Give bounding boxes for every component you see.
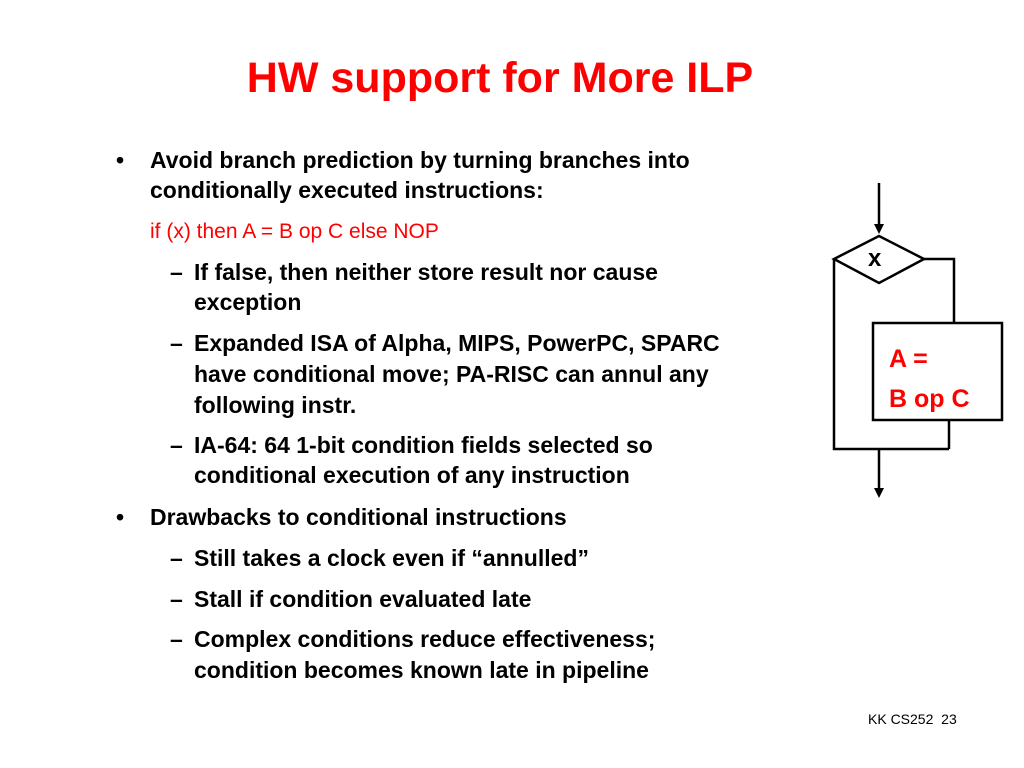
subitem-2-3-line-2: condition becomes known late in pipeline [194, 657, 649, 683]
condition-label: x [868, 245, 882, 272]
slide-title: HW support for More ILP [246, 54, 754, 102]
bullet-1-line-2: conditionally executed instructions: [150, 177, 544, 203]
subitem-2-2-line-1: Stall if condition evaluated late [194, 586, 532, 612]
box-label-line-1: A = [889, 345, 928, 373]
subitem-2-3-line-1: Complex conditions reduce effectiveness; [194, 626, 656, 652]
subitem-1-2-line-3: following instr. [194, 392, 357, 418]
subitem-2-1-line-1: Still takes a clock even if “annulled” [194, 545, 589, 571]
false-path [832, 259, 949, 451]
condition-diamond [831, 234, 927, 285]
bullet-1-line-1: Avoid branch prediction by turning branc… [150, 147, 690, 173]
dash-marker: – [170, 259, 183, 285]
bullet-2-line-1: Drawbacks to conditional instructions [150, 504, 567, 530]
bullet-marker: • [116, 147, 125, 173]
true-path [924, 257, 956, 323]
subitem-1-3-line-2: conditional execution of any instruction [194, 462, 630, 488]
subitem-1-1-line-2: exception [194, 289, 302, 315]
code-example: if (x) then A = B op C else NOP [150, 220, 439, 243]
dash-marker: – [170, 432, 183, 458]
operation-box [871, 321, 1004, 422]
slide-footer: KK CS252 23 [868, 711, 957, 727]
dash-marker: – [170, 586, 183, 612]
dash-marker: – [170, 545, 183, 571]
subitem-1-2-line-1: Expanded ISA of Alpha, MIPS, PowerPC, SP… [194, 330, 720, 356]
bullet-marker: • [116, 504, 125, 530]
subitem-1-2-line-2: have conditional move; PA-RISC can annul… [194, 361, 709, 387]
subitem-1-1-line-1: If false, then neither store result nor … [194, 259, 658, 285]
subitem-1-3-line-1: IA-64: 64 1-bit condition fields selecte… [194, 432, 653, 458]
dash-marker: – [170, 330, 183, 356]
dash-marker: – [170, 626, 183, 652]
box-label-line-2: B op C [889, 385, 970, 413]
